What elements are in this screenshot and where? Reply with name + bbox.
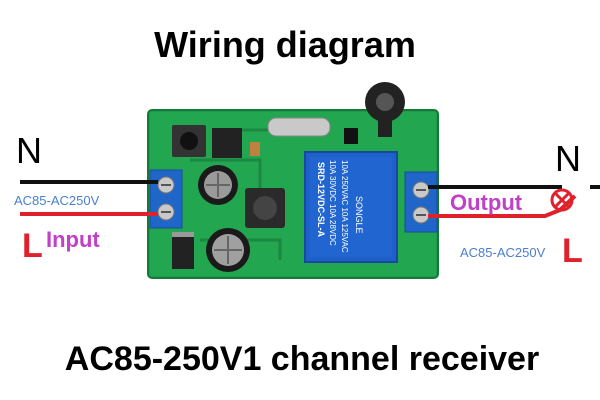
crystal-oscillator: [267, 117, 331, 137]
input-voltage-label: AC85-AC250V: [14, 193, 100, 208]
output-live-wire: [428, 194, 577, 218]
input-neutral-label: N: [16, 130, 42, 171]
output-live-label: L: [562, 232, 583, 270]
input-terminal-block: [149, 169, 183, 229]
output-label: Output: [450, 190, 523, 215]
output-neutral-label: N: [555, 138, 581, 179]
smd-component: [344, 128, 358, 144]
relay-model: SRD-12VDC-SL-A: [316, 162, 326, 238]
input-live-label: L: [22, 227, 43, 265]
output-terminal-block: [404, 171, 438, 233]
voltage-regulator: [172, 232, 194, 269]
resistor: [250, 142, 260, 156]
capacitor-top: [198, 165, 238, 205]
lamp-icon: [550, 188, 574, 212]
diagram-subtitle: AC85-250V1 channel receiver: [64, 340, 540, 378]
push-button: [172, 125, 206, 157]
output-voltage-label: AC85-AC250V: [460, 245, 546, 260]
relay-rating-2: 10A 30VDC 10A 28VDC: [328, 160, 337, 246]
inductor: [245, 188, 285, 228]
capacitor-bottom: [206, 228, 250, 272]
antenna-coil: [365, 82, 405, 137]
input-label: Input: [46, 227, 100, 252]
relay-rating-1: 10A 250VAC 10A 125VAC: [340, 160, 349, 253]
relay: [304, 151, 398, 263]
relay-brand: SONGLE: [354, 196, 364, 234]
ic-chip: [212, 128, 242, 158]
diagram-title: Wiring diagram: [154, 24, 416, 65]
